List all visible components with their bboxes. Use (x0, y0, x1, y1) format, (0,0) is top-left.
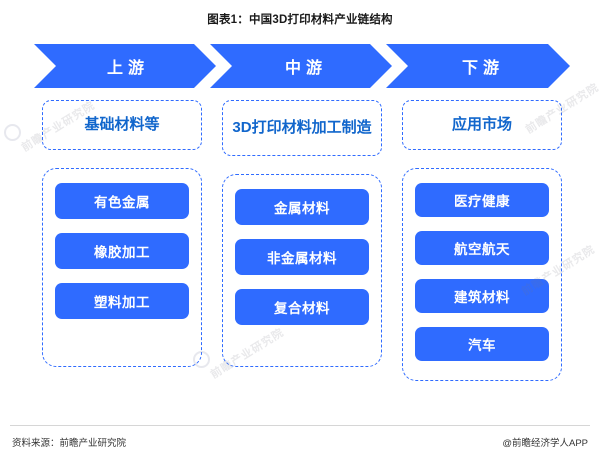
list-item: 有色金属 (55, 183, 189, 219)
footer-divider (10, 425, 590, 426)
column-downstream: 应用市场 医疗健康 航空航天 建筑材料 汽车 (402, 100, 562, 381)
column-midstream: 3D打印材料加工制造 金属材料 非金属材料 复合材料 (222, 100, 382, 367)
column-head-upstream: 基础材料等 (42, 100, 202, 150)
watermark-logo-icon (4, 124, 21, 141)
list-item: 橡胶加工 (55, 233, 189, 269)
list-item: 航空航天 (415, 231, 549, 265)
chain-columns: 基础材料等 有色金属 橡胶加工 塑料加工 3D打印材料加工制造 金属材料 非金属… (34, 100, 570, 405)
list-item: 非金属材料 (235, 239, 369, 275)
list-item: 塑料加工 (55, 283, 189, 319)
list-item: 汽车 (415, 327, 549, 361)
list-item: 医疗健康 (415, 183, 549, 217)
column-group-downstream: 医疗健康 航空航天 建筑材料 汽车 (402, 168, 562, 381)
list-item: 建筑材料 (415, 279, 549, 313)
stage-arrow-upstream: 上游 (34, 44, 216, 88)
column-upstream: 基础材料等 有色金属 橡胶加工 塑料加工 (42, 100, 202, 367)
list-item: 金属材料 (235, 189, 369, 225)
stage-arrow-midstream: 中游 (210, 44, 392, 88)
page-title: 图表1：中国3D打印材料产业链结构 (207, 14, 393, 26)
brand-label: @前瞻经济学人APP (502, 438, 588, 449)
source-note: 资料来源：前瞻产业研究院 (12, 438, 127, 449)
stage-arrows: 上游 中游 下游 (34, 44, 570, 88)
column-head-downstream: 应用市场 (402, 100, 562, 150)
column-group-midstream: 金属材料 非金属材料 复合材料 (222, 174, 382, 367)
list-item: 复合材料 (235, 289, 369, 325)
column-head-midstream: 3D打印材料加工制造 (222, 100, 382, 156)
page-footer: 资料来源：前瞻产业研究院 @前瞻经济学人APP (0, 425, 600, 461)
column-group-upstream: 有色金属 橡胶加工 塑料加工 (42, 168, 202, 367)
stage-arrow-downstream: 下游 (386, 44, 570, 88)
